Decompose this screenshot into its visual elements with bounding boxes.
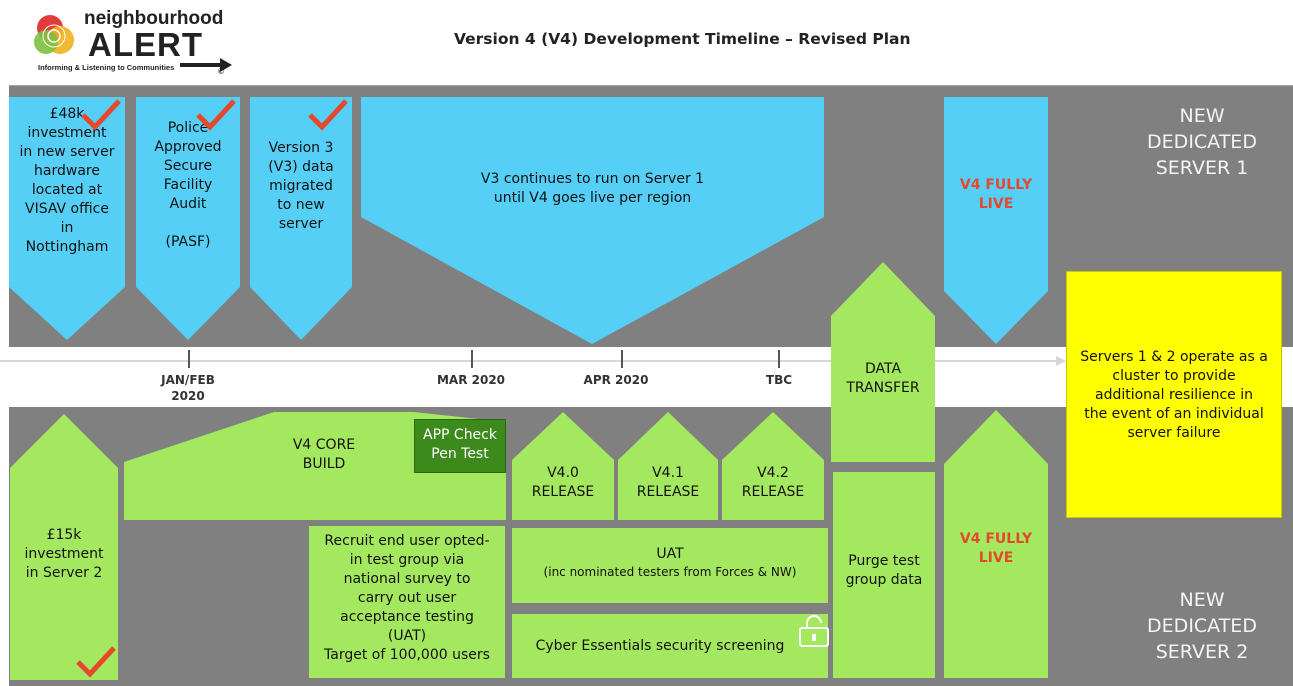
timeline-tick-label: MAR 2020 [436, 373, 506, 387]
recruit-test-group: Recruit end user opted-in test group via… [309, 526, 505, 678]
timeline-tick [471, 350, 473, 368]
logo-arrow-icon [180, 58, 232, 72]
timeline-tick [188, 350, 190, 368]
checkmark-icon [81, 99, 121, 131]
checkmark-icon [308, 99, 348, 131]
timeline-arrow-icon [1056, 356, 1066, 366]
logo-circles-icon [34, 15, 74, 54]
logo-tagline: Informing & Listening to Communities [38, 63, 175, 72]
logo-name-line1: neighbourhood [84, 8, 224, 29]
timeline-tick [778, 350, 780, 368]
uat-title: UAT [656, 546, 684, 562]
cyber-essentials-box: Cyber Essentials security screening [512, 614, 828, 678]
lock-icon [799, 615, 829, 647]
uat-subtitle: (inc nominated testers from Forces & NW) [543, 565, 797, 579]
checkmark-icon [196, 99, 236, 131]
uat-box: UAT (inc nominated testers from Forces &… [512, 528, 828, 603]
timeline-tick [621, 350, 623, 368]
logo-name-line2: ALERT [88, 26, 203, 63]
logo-copyright: © [217, 67, 225, 76]
timeline-axis [0, 360, 1060, 362]
page-title: Version 4 (V4) Development Timeline – Re… [454, 30, 911, 48]
neighbourhood-alert-logo: neighbourhood ALERT Informing & Listenin… [30, 6, 240, 76]
timeline-tick-label: TBC [765, 373, 793, 387]
timeline-tick-label: APR 2020 [583, 373, 649, 387]
checkmark-icon [76, 646, 116, 678]
